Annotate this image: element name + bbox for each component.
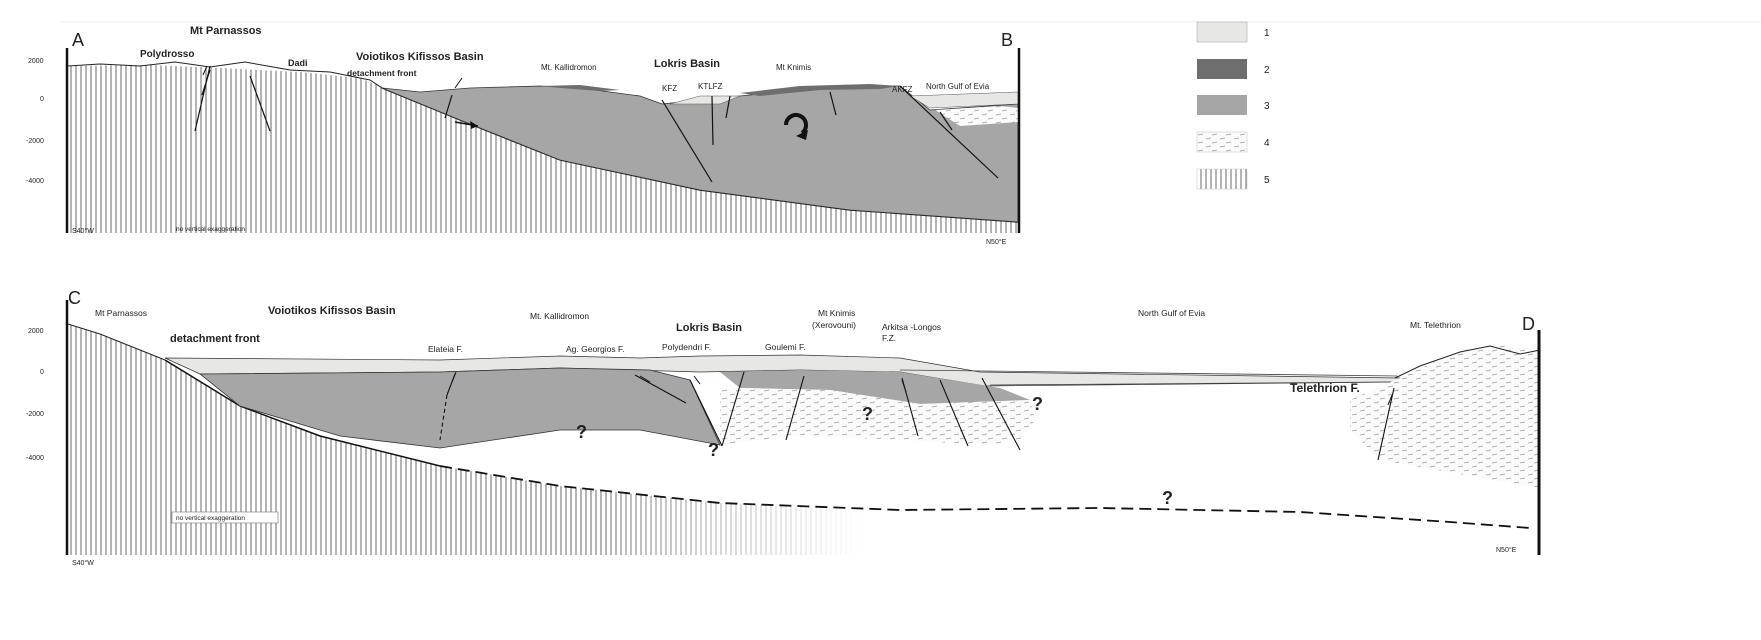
tick-m2000-cd: -2000 — [26, 411, 44, 418]
section-ab: 2000 0 -2000 -4000 A B Mt Parnassos Poly… — [26, 25, 1021, 246]
label-kfz: KFZ — [662, 84, 677, 93]
label-kallidromon-a: Mt. Kallidromon — [541, 63, 597, 72]
label-exaggeration-c: no vertical exaggeration — [176, 515, 245, 522]
label-elateia: Elateia F. — [428, 344, 463, 354]
tick-2000-cd: 2000 — [28, 328, 44, 335]
label-lokris-c: Lokris Basin — [676, 322, 742, 334]
label-voiotikos-c: Voiotikos Kifissos Basin — [268, 305, 396, 317]
legend-swatch-4 — [1196, 131, 1248, 153]
letter-b: B — [1001, 30, 1013, 50]
label-mt-parnassos-c: Mt Parnassos — [95, 308, 147, 318]
letter-a: A — [72, 30, 84, 50]
letter-d: D — [1522, 314, 1535, 334]
label-mt-parnassos-a: Mt Parnassos — [190, 25, 262, 37]
legend-label-4: 4 — [1264, 138, 1270, 149]
label-s40w-c: S40°W — [72, 559, 94, 567]
legend-swatch-1 — [1196, 21, 1248, 43]
label-knimis-c: Mt Knimis — [818, 308, 855, 318]
legend-label-3: 3 — [1264, 101, 1270, 112]
label-s40w-a: S40°W — [72, 227, 94, 235]
tick-0-cd: 0 — [40, 369, 44, 376]
label-n50e-c: N50°E — [1496, 546, 1517, 554]
label-lokris-a: Lokris Basin — [654, 58, 720, 70]
label-telethrion-f: Telethrion F. — [1290, 381, 1360, 395]
label-voiotikos-a: Voiotikos Kifissos Basin — [356, 51, 484, 63]
tick-0-ab: 0 — [40, 96, 44, 103]
label-detachment-a: detachment front — [347, 68, 417, 78]
label-dadi: Dadi — [288, 58, 308, 68]
tick-m2000-ab: -2000 — [26, 138, 44, 145]
question-mark-3: ? — [862, 404, 873, 424]
label-polydrosso: Polydrosso — [140, 49, 194, 60]
section-cd: 2000 0 -2000 -4000 C D Mt Parnassos Voio… — [26, 288, 1541, 567]
label-n50e-a: N50°E — [986, 238, 1007, 246]
label-ktlfz: KTLFZ — [698, 82, 723, 91]
label-goulemi: Goulemi F. — [765, 342, 806, 352]
label-knimis-a: Mt Knimis — [776, 63, 811, 72]
label-arkitsa-1: Arkitsa -Longos — [882, 322, 941, 332]
telethrion-dashed — [1350, 345, 1540, 488]
legend-swatch-3 — [1197, 95, 1247, 115]
label-polydendri: Polydendri F. — [662, 342, 711, 352]
label-arkitsa-2: F.Z. — [882, 333, 896, 343]
tick-m4000-cd: -4000 — [26, 455, 44, 462]
label-ag-georgios: Ag. Georgios F. — [566, 344, 625, 354]
label-xerovouni: (Xerovouni) — [812, 320, 856, 330]
question-mark-5: ? — [1162, 488, 1173, 508]
question-mark-2: ? — [708, 440, 719, 460]
legend: 1 2 3 4 5 — [1196, 21, 1270, 190]
tick-m4000-ab: -4000 — [26, 178, 44, 185]
label-akfz: AKFZ — [892, 85, 913, 94]
legend-label-1: 1 — [1264, 28, 1270, 39]
letter-c: C — [68, 288, 81, 308]
tick-2000-ab: 2000 — [28, 58, 44, 65]
question-mark-4: ? — [1032, 394, 1043, 414]
label-north-gulf-a: North Gulf of Evia — [926, 82, 990, 91]
legend-swatch-2 — [1197, 59, 1247, 79]
legend-label-2: 2 — [1264, 65, 1270, 76]
dark-layer-ab — [540, 85, 620, 91]
rotation-arrow-icon — [784, 113, 808, 135]
label-exaggeration-a: no vertical exaggeration — [176, 226, 245, 233]
question-mark-1: ? — [576, 422, 587, 442]
label-kallidromon-c: Mt. Kallidromon — [530, 311, 589, 321]
legend-swatch-5 — [1196, 168, 1248, 190]
label-telethrion-mt: Mt. Telethrion — [1410, 320, 1461, 330]
label-north-gulf-c: North Gulf of Evia — [1138, 308, 1205, 318]
dashed-region-cd — [720, 388, 1035, 445]
basin-fill-cd — [198, 367, 721, 449]
basement-ab — [68, 65, 1018, 233]
legend-label-5: 5 — [1264, 175, 1270, 186]
label-detachment-c: detachment front — [170, 333, 260, 345]
